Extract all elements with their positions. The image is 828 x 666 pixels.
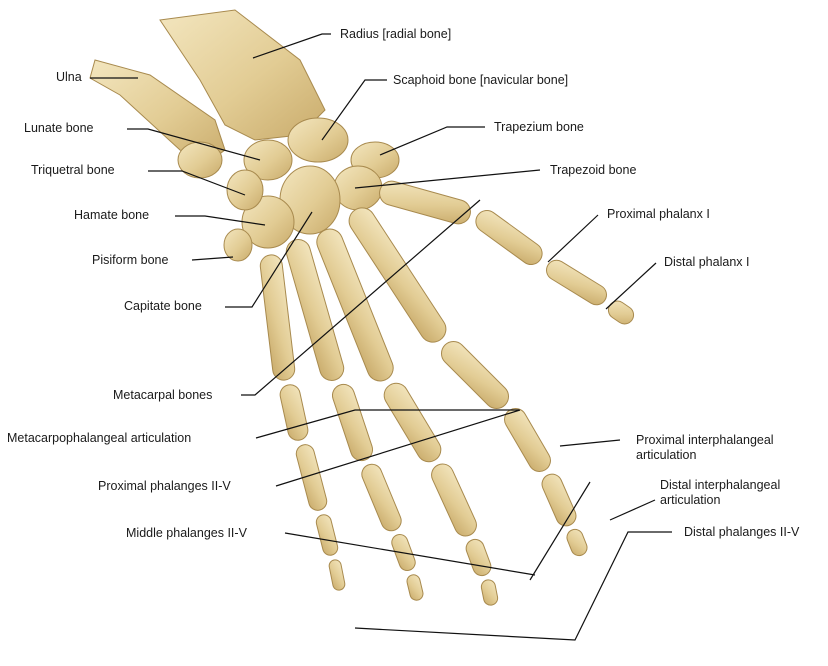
pisiform-shape [224, 229, 252, 261]
little-bone-segment-5 [328, 559, 346, 591]
label-distal-phalanges: Distal phalanges II-V [684, 525, 799, 540]
label-radius: Radius [radial bone] [340, 27, 451, 42]
thumb-bone-segment-1 [377, 178, 473, 226]
label-proximal-phalanx-1: Proximal phalanx I [607, 207, 710, 222]
middle-bone-segment-4 [464, 537, 494, 578]
thumb-bone-segment-4 [605, 298, 637, 328]
middle-bone-segment-5 [480, 579, 499, 607]
label-scaphoid: Scaphoid bone [navicular bone] [393, 73, 568, 88]
thumb-bone-segment-2 [472, 206, 547, 269]
little-bone-segment-3 [294, 443, 328, 513]
label-distal-phalanx-1: Distal phalanx I [664, 255, 749, 270]
index-bone-segment-2 [437, 337, 514, 414]
label-proximal-phalanges: Proximal phalanges II-V [98, 479, 231, 494]
middle-bone-segment-3 [428, 460, 480, 539]
label-pip-articulation: Proximal interphalangeal articulation [636, 433, 806, 463]
label-trapezium: Trapezium bone [494, 120, 584, 135]
ring-bone-segment-2 [330, 382, 376, 464]
index-bone-segment-4 [539, 471, 579, 529]
leader-pip [560, 440, 620, 446]
label-hamate: Hamate bone [74, 208, 149, 223]
label-capitate: Capitate bone [124, 299, 202, 314]
label-trapezoid: Trapezoid bone [550, 163, 636, 178]
little-bone-segment-4 [315, 513, 340, 557]
ring-bone-segment-3 [359, 461, 404, 534]
label-lunate: Lunate bone [24, 121, 94, 136]
thumb-bone-segment-3 [543, 256, 610, 308]
middle-bone-segment-2 [380, 379, 446, 466]
leader-pisiform [192, 257, 233, 260]
label-dip-articulation: Distal interphalangeal articulation [660, 478, 820, 508]
leader-dip-2 [610, 500, 655, 520]
index-bone-segment-5 [565, 527, 590, 558]
index-bone-segment-3 [500, 404, 554, 475]
little-bone-segment-1 [259, 254, 296, 382]
label-middle-phalanges: Middle phalanges II-V [126, 526, 247, 541]
leader-distal-phalanx-1 [606, 263, 656, 309]
scaphoid-shape [288, 118, 348, 162]
finger-bones [259, 178, 637, 606]
label-mcp-articulation: Metacarpophalangeal articulation [7, 431, 191, 446]
leader-proximal-phalanx-1 [548, 215, 598, 262]
label-triquetral: Triquetral bone [31, 163, 115, 178]
label-ulna: Ulna [56, 70, 82, 85]
label-metacarpal: Metacarpal bones [113, 388, 212, 403]
little-bone-segment-2 [278, 383, 310, 442]
ring-bone-segment-5 [406, 573, 425, 601]
label-pisiform: Pisiform bone [92, 253, 168, 268]
